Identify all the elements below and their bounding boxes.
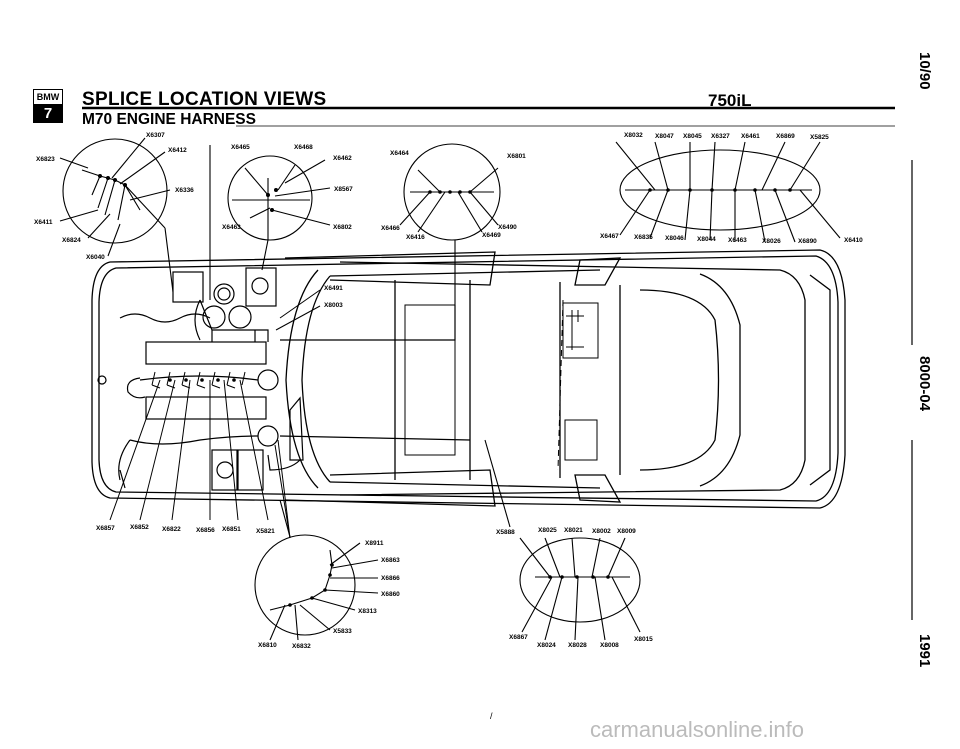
label-c2-0: X6465 [231,144,250,151]
label-c1-0: X6307 [146,132,165,139]
label-c2-2: X6462 [333,155,352,162]
label-c5-4: X8313 [358,608,377,615]
label-c1-3: X6336 [175,187,194,194]
label-c4-14: X6410 [844,237,863,244]
label-c6-6: X8024 [537,642,556,649]
label-c2-4: X6463 [222,224,241,231]
connector-labels: X6307 X6412 X6823 X6336 X6411 X6824 X604… [34,132,863,721]
label-c2-5: X6802 [333,224,352,231]
label-c4-10: X8044 [697,236,716,243]
label-c1-2: X6823 [36,156,55,163]
label-c5-0: X8911 [365,540,384,547]
label-c6-4: X8009 [617,528,636,535]
label-c4-7: X6467 [600,233,619,240]
label-c1-1: X6412 [168,147,187,154]
label-c4-0: X8032 [624,132,643,139]
label-c6-9: X8015 [634,636,653,643]
label-c5-3: X6860 [381,591,400,598]
label-bottom-4: X6851 [222,526,241,533]
logo-text-top: BMW [33,89,63,105]
label-c5-5: X5833 [333,628,352,635]
splice-view-3 [399,143,501,305]
label-bottom-1: X6852 [130,524,149,531]
label-c4-9: X8046 [665,235,684,242]
label-c6-3: X8002 [592,528,611,535]
label-c4-2: X8045 [683,133,702,140]
label-c1-5: X6824 [62,237,81,244]
label-c3-1: X6801 [507,153,526,160]
label-c6-1: X8025 [538,527,557,534]
label-c4-4: X6461 [741,133,760,140]
label-c2-1: X6468 [294,144,313,151]
watermark: carmanualsonline.info [590,717,805,742]
label-c4-11: X6463 [728,237,747,244]
bmw-logo: BMW 7 [33,89,63,123]
label-c4-8: X6835 [634,234,653,241]
label-c2-3: X8567 [334,186,353,193]
model-label: 750iL [708,91,752,110]
page-title: SPLICE LOCATION VIEWS [82,89,327,110]
label-c5-1: X6863 [381,557,400,564]
label-c6-7: X8028 [568,642,587,649]
label-c4-13: X6890 [798,238,817,245]
label-c5-2: X6866 [381,575,400,582]
label-c3-0: X6464 [390,150,409,157]
splice-view-6 [484,439,641,641]
page-subtitle: M70 ENGINE HARNESS [82,111,256,128]
label-c3-5: X6469 [482,232,501,239]
label-c4-3: X6327 [711,133,730,140]
label-bottom-2: X6822 [162,526,181,533]
splice-view-5 [254,499,379,641]
splice-view-4 [615,141,841,243]
label-c1-6: X6040 [86,254,105,261]
splice-view-1 [59,137,174,293]
label-body-0: X6491 [324,285,343,292]
logo-text-bottom: 7 [33,105,63,123]
car-outline [91,249,846,509]
label-c3-3: X6490 [498,224,517,231]
label-c6-0: X5888 [496,529,515,536]
label-c6-8: X8008 [600,642,619,649]
label-c4-6: X5825 [810,134,829,141]
label-bottom-0: X6857 [96,525,115,532]
label-c6-5: X6867 [509,634,528,641]
label-body-1: X8003 [324,302,343,309]
label-c3-2: X6466 [381,225,400,232]
label-c1-4: X6411 [34,219,53,226]
label-bottom-5: X5821 [256,528,275,535]
label-c6-2: X8021 [564,527,583,534]
page-mark: / [490,711,493,721]
label-c4-12: X8026 [762,238,781,245]
splice-view-2 [209,145,331,300]
label-c5-7: X6832 [292,643,311,650]
label-c4-5: X6869 [776,133,795,140]
engine-bay [97,267,471,491]
label-c4-1: X8047 [655,133,674,140]
label-c5-6: X6810 [258,642,277,649]
label-bottom-3: X6856 [196,527,215,534]
label-c3-4: X6416 [406,234,425,241]
